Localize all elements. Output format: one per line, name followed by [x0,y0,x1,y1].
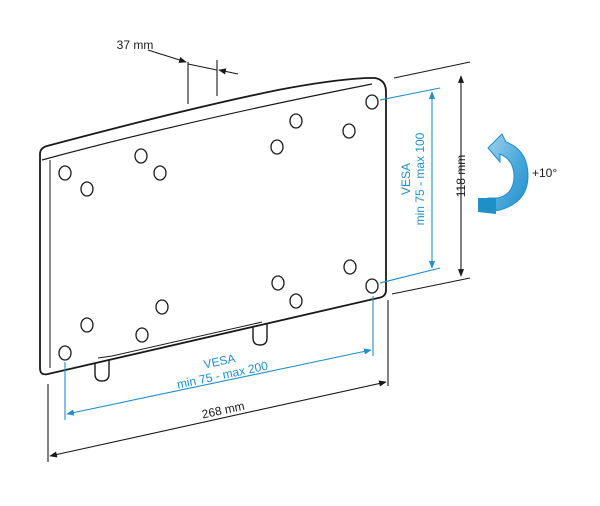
mounting-plate [39,77,387,382]
mounting-holes [58,94,379,361]
mounting-hole [153,165,167,181]
mounting-hole [270,139,284,155]
plate-hook-right [252,322,268,346]
tilt-label: +10° [532,166,557,180]
mounting-hole [80,317,94,333]
mounting-hole [289,113,303,129]
height-label: 118 mm [454,155,468,197]
mounting-hole [342,123,356,139]
width-dimension [47,300,389,462]
mounting-hole [365,278,379,294]
mounting-hole [58,165,72,181]
vesa-vertical-title: VESA [399,163,413,195]
height-dimension [391,61,471,295]
mounting-hole [80,181,94,197]
depth-dimension [147,49,239,104]
vesa-vertical-range: min 75 - max 100 [413,132,427,225]
mounting-hole [134,148,148,164]
plate-top-edge [41,83,373,161]
mounting-hole [155,299,169,315]
depth-label: 37 mm [117,38,154,52]
mounting-hole [271,275,285,291]
mounting-hole [58,345,72,361]
mounting-hole [289,293,303,309]
vesa-horizontal-title: VESA [202,351,236,371]
curved-arrow-icon [478,133,529,214]
mounting-hole [343,259,357,275]
vesa-vertical-dimension [379,87,441,284]
mounting-hole [135,327,149,343]
mounting-hole [365,94,379,110]
